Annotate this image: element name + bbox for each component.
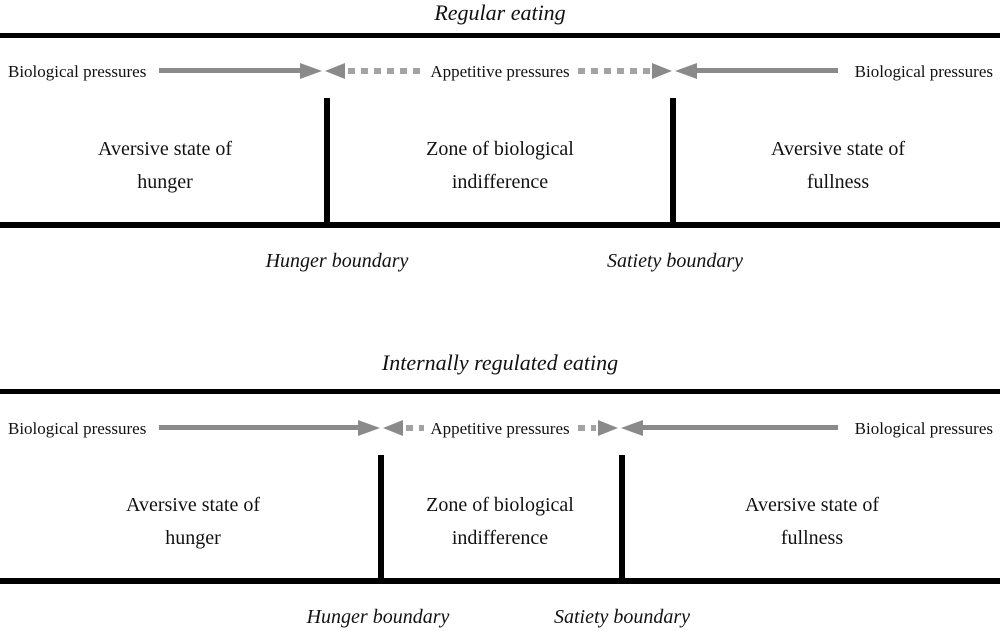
zone-indifference-line2: indifference — [451, 527, 549, 549]
top-rule — [0, 33, 1000, 38]
solid-arrow-shaft-left — [159, 425, 358, 430]
zone-hunger-line1: Aversive state of — [97, 138, 233, 160]
biological-pressures-label-right: Biological pressures — [854, 62, 993, 81]
solid-arrow-shaft-right — [643, 425, 838, 430]
arrowhead-right-icon — [358, 420, 380, 436]
top-rule — [0, 389, 1000, 394]
satiety-boundary-line — [619, 455, 625, 584]
dashed-arrowhead-right-icon — [598, 420, 618, 436]
biological-pressures-label-right: Biological pressures — [854, 419, 993, 438]
satiety-boundary-label: Satiety boundary — [606, 250, 744, 272]
dashed-arrowhead-left-icon — [325, 63, 345, 79]
satiety-boundary-line — [670, 98, 676, 228]
appetitive-pressures-label: Appetitive pressures — [430, 62, 570, 81]
arrowhead-right-icon — [300, 63, 322, 79]
zone-hunger: Aversive state of hunger — [15, 133, 315, 199]
zone-hunger: Aversive state of hunger — [43, 489, 343, 555]
zone-indifference-line1: Zone of biological — [426, 138, 574, 160]
zone-hunger-line1: Aversive state of — [125, 494, 261, 516]
hunger-boundary-label: Hunger boundary — [265, 250, 409, 272]
bottom-rule — [0, 578, 1000, 584]
zone-fullness-line1: Aversive state of — [744, 494, 880, 516]
dashed-line-left — [406, 425, 424, 431]
zone-indifference-line1: Zone of biological — [426, 494, 574, 516]
zone-hunger-line2: hunger — [165, 527, 221, 549]
dashed-line-right — [578, 425, 596, 431]
solid-arrow-shaft-left — [159, 68, 301, 73]
hunger-boundary-line — [378, 455, 384, 584]
zone-fullness: Aversive state of fullness — [688, 133, 988, 199]
bottom-rule — [0, 222, 1000, 228]
zone-fullness-line2: fullness — [806, 171, 870, 193]
appetitive-pressures-label: Appetitive pressures — [430, 419, 570, 438]
zone-indifference-line2: indifference — [451, 171, 549, 193]
zone-fullness-line2: fullness — [780, 527, 844, 549]
panel-title: Internally regulated eating — [381, 350, 619, 375]
hunger-boundary-label: Hunger boundary — [306, 606, 450, 628]
solid-arrow-shaft-right — [697, 68, 838, 73]
hunger-boundary-line — [324, 98, 330, 228]
dashed-arrowhead-right-icon — [652, 63, 672, 79]
biological-pressures-label-left: Biological pressures — [8, 62, 147, 81]
dashed-arrowhead-left-icon — [383, 420, 403, 436]
zone-indifference: Zone of biological indifference — [350, 489, 650, 555]
arrowhead-left-icon — [675, 63, 697, 79]
dashed-line-right — [578, 68, 650, 74]
biological-pressures-label-left: Biological pressures — [8, 419, 147, 438]
panel-title: Regular eating — [434, 0, 566, 25]
zone-indifference: Zone of biological indifference — [350, 133, 650, 199]
zone-fullness-line1: Aversive state of — [770, 138, 906, 160]
satiety-boundary-label: Satiety boundary — [553, 606, 691, 628]
zone-fullness: Aversive state of fullness — [662, 489, 962, 555]
arrowhead-left-icon — [621, 420, 643, 436]
dashed-line-left — [348, 68, 424, 74]
zone-hunger-line2: hunger — [137, 171, 193, 193]
